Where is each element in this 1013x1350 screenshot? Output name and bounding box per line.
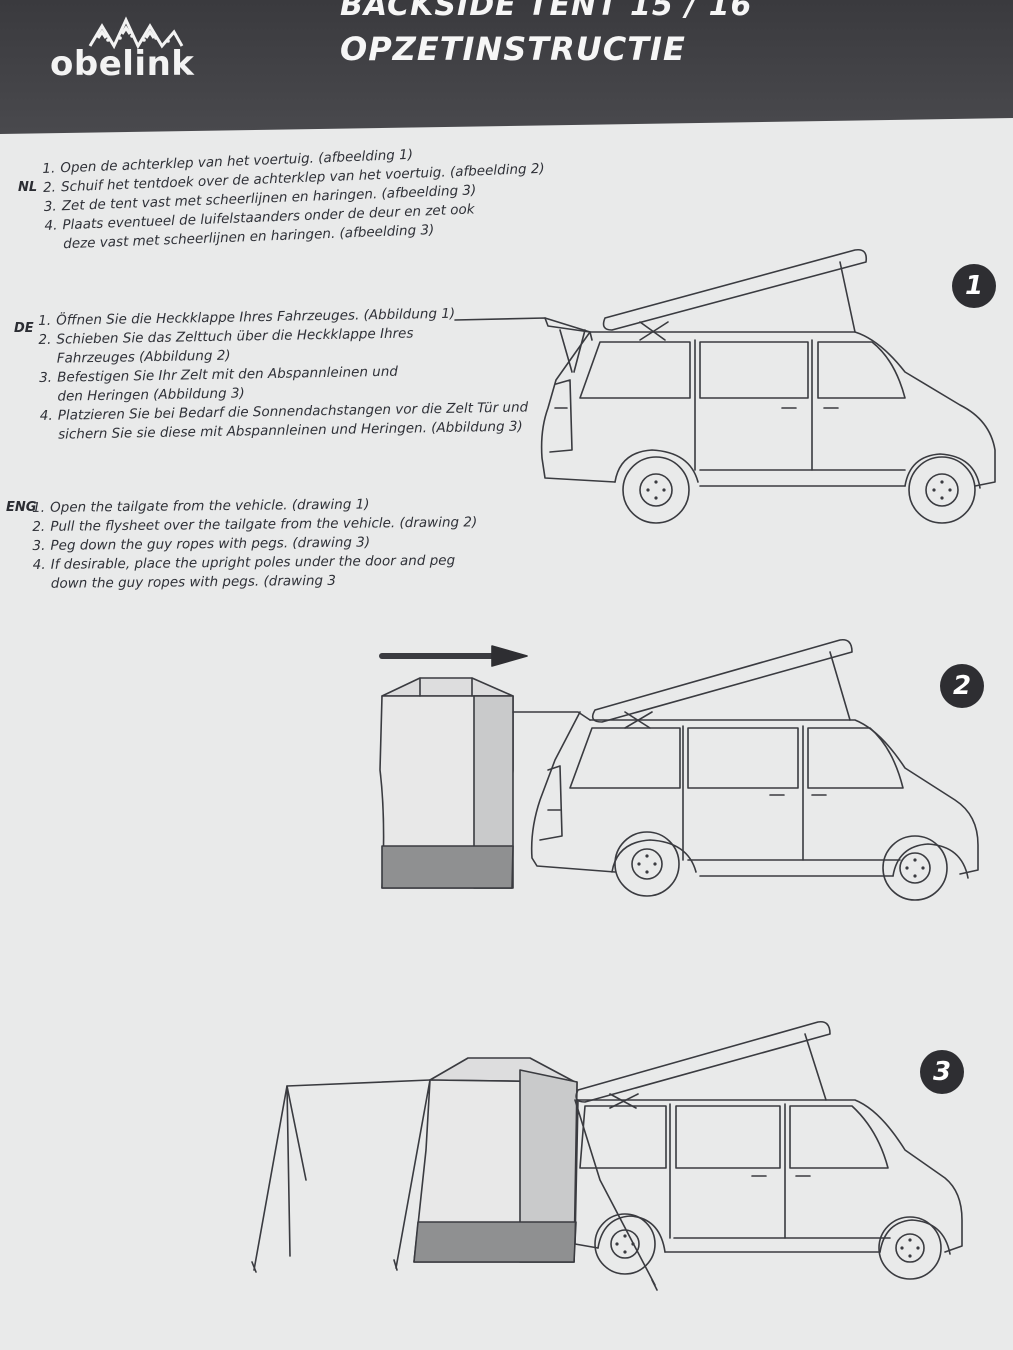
tent-illustration [251, 1057, 658, 1291]
van-illustration [530, 638, 979, 901]
lang-label-nl: NL [18, 180, 38, 195]
obelink-logo-icon [88, 16, 184, 50]
product-title: BACKSIDE TENT 15 / 16 [340, 0, 753, 23]
figure-badge-3: 3 [920, 1050, 964, 1094]
header-banner [0, 0, 1013, 140]
tent-illustration [379, 677, 591, 889]
figure-badge-1: 1 [952, 264, 996, 308]
brand-name: obelink [50, 44, 195, 84]
lang-label-eng: ENG [6, 500, 37, 515]
figure-badge-2: 2 [940, 664, 984, 708]
van-illustration [574, 1020, 963, 1280]
document-title: OPZETINSTRUCTIE [340, 30, 686, 68]
van-illustration [454, 248, 996, 524]
lang-label-de: DE [14, 321, 34, 336]
arrow-right-icon [379, 645, 528, 667]
